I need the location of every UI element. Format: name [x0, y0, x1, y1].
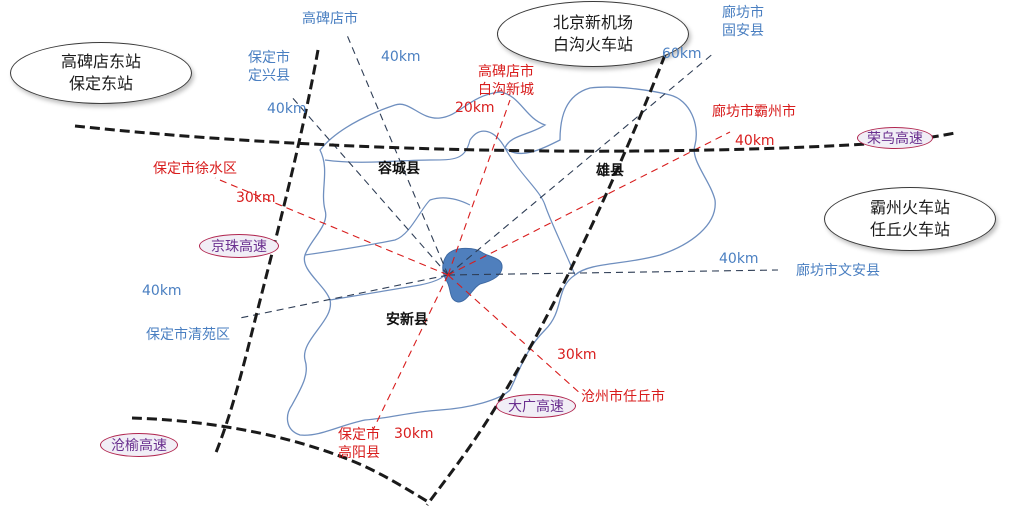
distance-wen-an: 40km: [719, 251, 759, 267]
county-boundary: [304, 197, 471, 256]
county-boundary: [329, 274, 446, 301]
route-line-renqiu: [447, 274, 583, 396]
destination-name-line: 高阳县: [338, 445, 380, 461]
highway-badge-rongwu: 荣乌高速: [857, 127, 933, 149]
station-name: 任丘火车站: [869, 220, 950, 239]
route-line-gaoyang: [372, 274, 449, 431]
destination-qingyuan: 保定市清苑区: [146, 327, 230, 343]
distance-xushui: 30km: [236, 190, 276, 206]
distance-gaoyang: 30km: [394, 426, 434, 442]
station-name: 保定东站: [68, 74, 133, 93]
station-beijing-new-airport: 北京新机场 白沟火车站: [497, 1, 689, 67]
route-line-gaobeidian: [346, 34, 449, 276]
destination-name-line: 保定市: [248, 50, 290, 66]
county-boundary: [504, 147, 576, 276]
highway-dagang-line: [425, 54, 667, 506]
xiongan-boundary: [286, 86, 716, 436]
county-boundary: [324, 130, 506, 163]
highway-jingzhu-line: [213, 49, 320, 456]
county-label-anxin: 安新县: [386, 312, 428, 328]
distance-qingyuan: 40km: [142, 283, 182, 299]
route-line-baigou: [447, 99, 511, 276]
county-label-xiongxian: 雄县: [596, 163, 624, 179]
route-line-bazhou: [447, 131, 731, 276]
county-label-rongcheng: 容城县: [378, 161, 420, 177]
distance-baigou-new-city: 20km: [455, 100, 495, 116]
destination-renqiu: 沧州市任丘市: [581, 389, 665, 405]
route-line-xushui: [214, 177, 449, 276]
distance-dingxing: 40km: [267, 101, 307, 117]
destination-gu-an: 廊坊市 固安县: [722, 4, 764, 40]
destination-name-line: 保定市: [338, 427, 380, 443]
destination-baigou-new-city: 高碑店市 白沟新城: [478, 63, 534, 99]
distance-gaobeidian: 40km: [381, 49, 421, 65]
destination-xushui: 保定市徐水区: [153, 161, 237, 177]
destination-gaobeidian: 高碑店市: [302, 11, 358, 27]
highway-badge-jingzhu: 京珠高速: [199, 234, 279, 258]
destination-gaoyang: 保定市 高阳县: [338, 426, 380, 462]
distance-gu-an: 60km: [662, 46, 702, 62]
destination-name-line: 白沟新城: [478, 82, 534, 98]
destination-name-line: 高碑店市: [478, 64, 534, 80]
station-gaobeidian-east: 高碑店东站 保定东站: [10, 42, 192, 104]
destination-bazhou-city: 廊坊市霸州市: [712, 104, 796, 120]
destination-name-line: 固安县: [722, 23, 764, 39]
station-name: 北京新机场: [552, 13, 633, 32]
highway-cangyu-line: [131, 416, 431, 505]
station-name: 霸州火车站: [869, 198, 950, 217]
highway-badge-cangyu: 沧榆高速: [100, 433, 178, 457]
station-name: 白沟火车站: [552, 35, 633, 54]
route-line-gu-an: [447, 51, 716, 276]
destination-wen-an: 廊坊市文安县: [796, 263, 880, 279]
distance-renqiu: 30km: [557, 347, 597, 363]
route-line-dingxing: [289, 94, 449, 276]
destination-name-line: 廊坊市: [722, 5, 764, 21]
distance-bazhou-city: 40km: [735, 133, 775, 149]
destination-name-line: 定兴县: [248, 68, 290, 84]
station-bazhou: 霸州火车站 任丘火车站: [824, 187, 996, 251]
station-name: 高碑店东站: [60, 52, 141, 71]
highway-badge-dagang: 大广高速: [496, 394, 576, 418]
destination-dingxing: 保定市 定兴县: [248, 49, 290, 85]
